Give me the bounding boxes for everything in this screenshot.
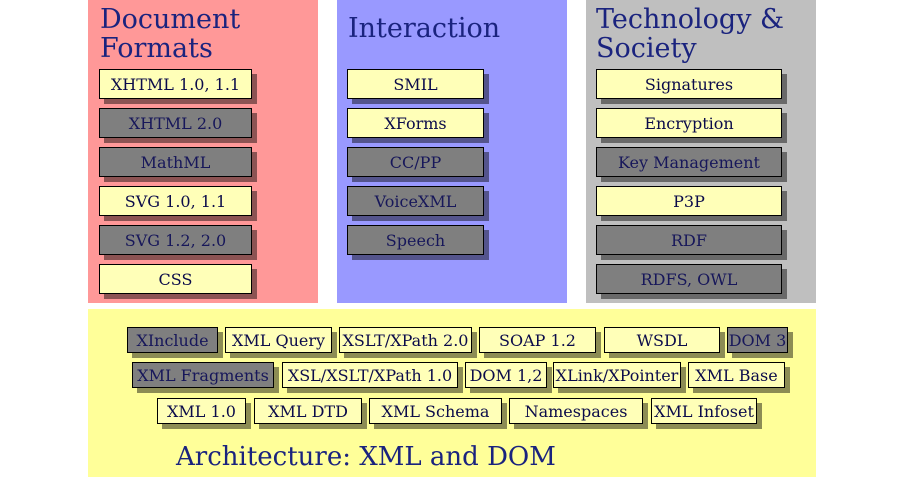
- architecture-title: Architecture: XML and DOM: [176, 442, 556, 472]
- box-xinclude: XInclude: [127, 327, 218, 353]
- interaction-title: Interaction: [348, 13, 501, 44]
- box-mathml: MathML: [99, 147, 252, 177]
- box-xml-base: XML Base: [688, 362, 785, 388]
- box-rdf: RDF: [596, 225, 782, 255]
- box-rdfs-owl: RDFS, OWL: [596, 264, 782, 294]
- box-cc-pp: CC/PP: [347, 147, 484, 177]
- box-speech: Speech: [347, 225, 484, 255]
- box-svg-1-0-1-1: SVG 1.0, 1.1: [99, 186, 252, 216]
- box-svg-1-2-2-0: SVG 1.2, 2.0: [99, 225, 252, 255]
- box-wsdl: WSDL: [604, 327, 720, 353]
- box-xhtml-2-0: XHTML 2.0: [99, 108, 252, 138]
- box-xlink-xpointer: XLink/XPointer: [553, 362, 681, 388]
- box-xml-infoset: XML Infoset: [651, 398, 757, 424]
- box-xml-schema: XML Schema: [369, 398, 502, 424]
- box-xsl-xslt-xpath-1-0: XSL/XSLT/XPath 1.0: [282, 362, 458, 388]
- box-signatures: Signatures: [596, 69, 782, 99]
- box-xforms: XForms: [347, 108, 484, 138]
- box-soap-1-2: SOAP 1.2: [479, 327, 596, 353]
- box-key-management: Key Management: [596, 147, 782, 177]
- document-formats-title: Document Formats: [100, 4, 241, 64]
- box-p3p: P3P: [596, 186, 782, 216]
- box-xhtml-1-0-1-1: XHTML 1.0, 1.1: [99, 69, 252, 99]
- box-xml-fragments: XML Fragments: [132, 362, 274, 388]
- box-encryption: Encryption: [596, 108, 782, 138]
- box-xml-query: XML Query: [225, 327, 332, 353]
- box-namespaces: Namespaces: [509, 398, 643, 424]
- technology-society-title: Technology & Society: [596, 4, 785, 64]
- box-dom-1-2: DOM 1,2: [465, 362, 547, 388]
- box-xml-dtd: XML DTD: [254, 398, 362, 424]
- box-voicexml: VoiceXML: [347, 186, 484, 216]
- box-smil: SMIL: [347, 69, 484, 99]
- box-css: CSS: [99, 264, 252, 294]
- box-xslt-xpath-2-0: XSLT/XPath 2.0: [339, 327, 472, 353]
- box-xml-1-0: XML 1.0: [157, 398, 246, 424]
- box-dom-3: DOM 3: [727, 327, 788, 353]
